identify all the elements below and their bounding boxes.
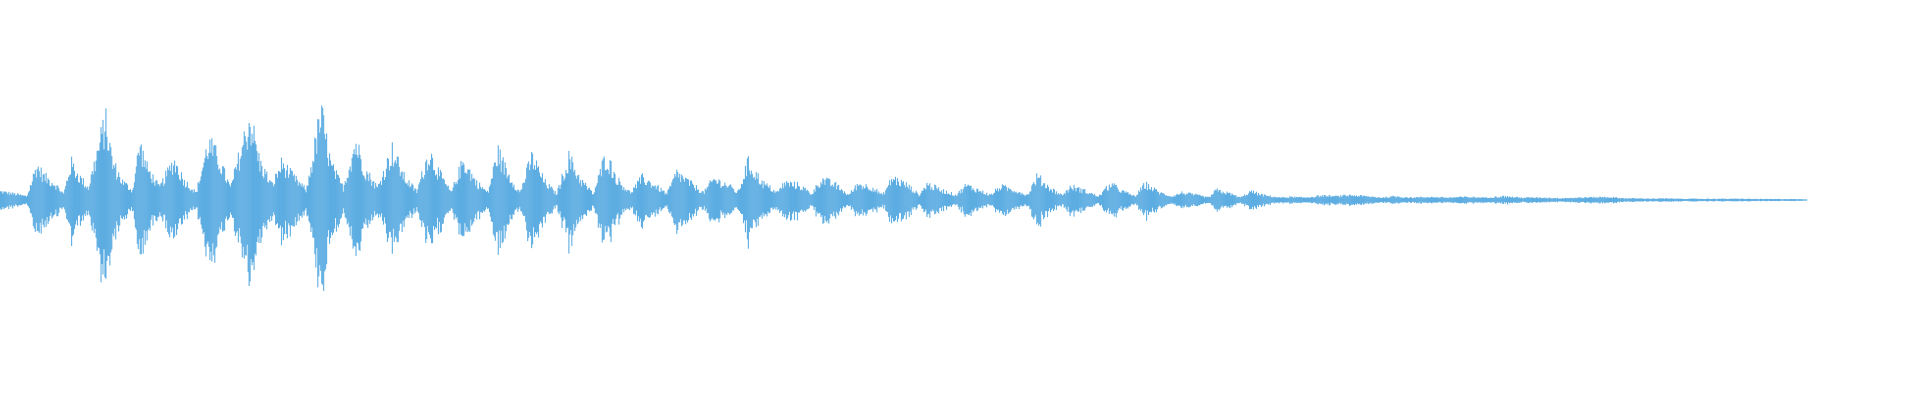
waveform-samples	[0, 105, 1808, 291]
